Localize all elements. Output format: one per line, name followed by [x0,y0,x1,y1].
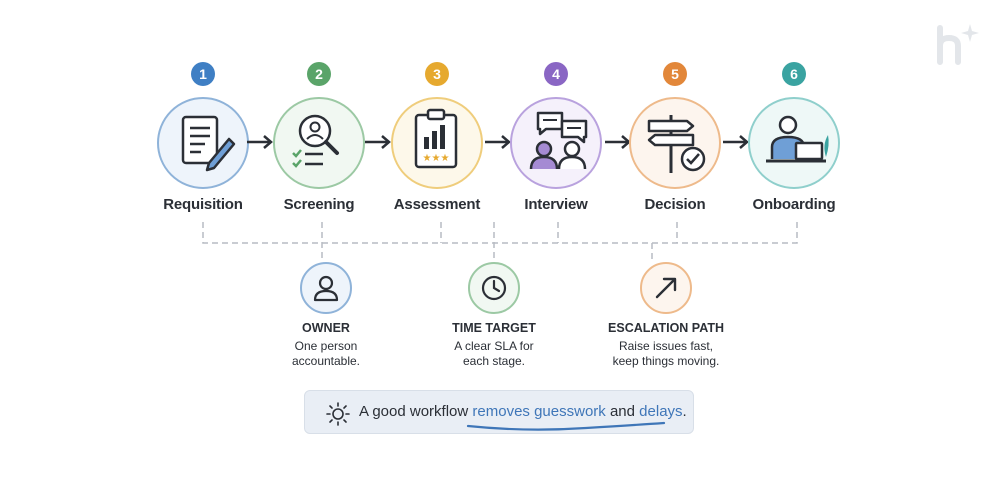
stage-1-label: Requisition [163,196,243,213]
escalation-path-desc-line2: keep things moving. [612,354,720,368]
clock-icon [481,275,507,301]
stage-5-badge: 5 [663,62,687,86]
stage-2-badge: 2 [307,62,331,86]
time-target-circle [468,262,520,314]
stage-4-circle [510,97,602,189]
clipboard-chart-icon: ★★★ [414,108,458,169]
stage-2-label: Screening [283,196,355,213]
brand-logo-icon [937,24,979,65]
magnifier-checklist-icon [292,114,339,168]
stage-2-circle [273,97,365,189]
stage-1-badge: 1 [191,62,215,86]
arrow-right-icon [605,135,631,149]
arrow-right-icon [365,135,391,149]
owner-desc-line1: One person [294,339,358,353]
highlight-underline [466,421,666,431]
time-target-desc-line2: each stage. [462,354,526,368]
svg-text:★★★: ★★★ [423,153,450,164]
banner-text-mid: and [605,403,640,420]
escalation-path-desc-line1: Raise issues fast, [618,339,714,353]
banner-text-end: . [682,403,687,420]
escalation-path-circle [640,262,692,314]
stage-6-circle [748,97,840,189]
stage-4-badge: 4 [544,62,568,86]
person-laptop-icon [766,115,829,163]
arrow-right-icon [723,135,749,149]
document-pen-icon [181,115,236,172]
banner-text-start: A good workflow [359,403,473,420]
person-icon [313,275,339,302]
time-target-title: TIME TARGET [452,321,536,335]
owner-circle [300,262,352,314]
conversation-icon [529,111,588,170]
stage-4-label: Interview [524,196,588,213]
stage-3-label: Assessment [393,196,481,213]
banner-highlight-delays: delays [639,403,683,420]
stage-5-circle [629,97,721,189]
owner-desc-line2: accountable. [291,354,361,368]
stage-6-badge: 6 [782,62,806,86]
arrow-up-right-icon [655,277,677,299]
stage-1-circle [157,97,249,189]
stage-3-circle: ★★★ [391,97,483,189]
stage-6-label: Onboarding [752,196,836,213]
owner-title: OWNER [302,321,350,335]
banner-text: A good workflow removes guesswork and de… [359,403,687,420]
escalation-path-title: ESCALATION PATH [608,321,724,335]
time-target-desc-line1: A clear SLA for [454,339,534,353]
arrow-right-icon [485,135,511,149]
stage-5-label: Decision [644,196,706,213]
summary-banner: A good workflow removes guesswork and de… [304,390,694,434]
arrow-right-icon [247,135,273,149]
banner-highlight-guesswork: removes guesswork [472,403,606,420]
signpost-check-icon [647,115,706,173]
sun-idea-icon [326,402,350,426]
stage-3-badge: 3 [425,62,449,86]
